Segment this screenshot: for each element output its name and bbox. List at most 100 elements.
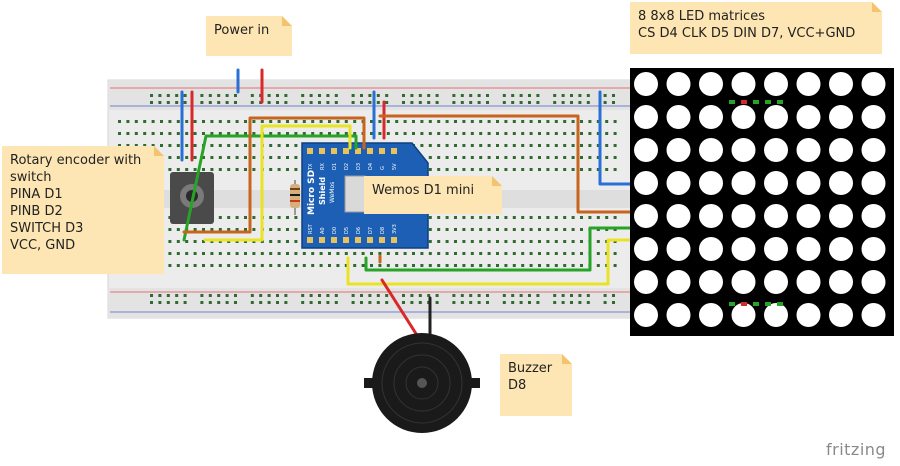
breadboard-hole xyxy=(613,216,617,219)
breadboard-hole xyxy=(168,264,172,267)
breadboard-hole xyxy=(437,228,441,231)
breadboard-hole xyxy=(445,216,449,219)
breadboard-hole xyxy=(511,101,515,104)
breadboard-hole xyxy=(218,264,222,267)
breadboard-hole xyxy=(284,294,288,297)
breadboard-hole xyxy=(496,156,499,159)
breadboard-hole xyxy=(469,101,473,104)
breadboard-hole xyxy=(570,101,573,104)
breadboard-hole xyxy=(193,252,197,255)
breadboard-hole xyxy=(452,294,456,297)
shield-bottom-pin xyxy=(367,237,373,243)
breadboard-hole xyxy=(126,144,130,147)
breadboard-hole xyxy=(435,101,439,104)
breadboard-hole xyxy=(596,156,600,159)
breadboard-hole xyxy=(470,264,474,267)
breadboard-hole xyxy=(235,132,239,135)
led-dot xyxy=(829,237,853,261)
breadboard-hole xyxy=(563,132,567,135)
breadboard-hole xyxy=(546,156,550,159)
breadboard-hole xyxy=(529,240,533,243)
breadboard-hole xyxy=(479,264,483,267)
breadboard-hole xyxy=(570,94,573,97)
led-dot xyxy=(796,171,821,195)
breadboard-hole xyxy=(571,216,575,219)
breadboard-hole xyxy=(294,216,298,219)
breadboard-hole xyxy=(412,132,415,135)
breadboard-hole xyxy=(603,294,607,297)
breadboard-hole xyxy=(529,144,533,147)
breadboard-hole xyxy=(586,294,590,297)
breadboard-hole xyxy=(437,216,441,219)
breadboard-hole xyxy=(210,144,214,147)
breadboard-hole xyxy=(277,216,281,219)
note-encoder-line-5: SWITCH D3 xyxy=(10,221,84,236)
breadboard-hole xyxy=(571,252,575,255)
breadboard-hole xyxy=(344,132,348,135)
breadboard-hole xyxy=(360,301,363,304)
breadboard-hole xyxy=(454,264,457,267)
breadboard-hole xyxy=(418,294,422,297)
breadboard-hole xyxy=(588,120,592,123)
breadboard-hole xyxy=(580,132,583,135)
breadboard-hole xyxy=(175,294,179,297)
led-dot xyxy=(634,105,658,129)
breadboard-hole xyxy=(460,301,464,304)
breadboard-hole xyxy=(235,144,239,147)
breadboard-hole xyxy=(563,252,567,255)
breadboard-hole xyxy=(286,216,289,219)
breadboard-hole xyxy=(370,252,373,255)
breadboard-hole xyxy=(496,252,499,255)
breadboard-hole xyxy=(378,120,382,123)
breadboard-hole xyxy=(318,101,321,104)
breadboard-hole xyxy=(402,94,405,97)
breadboard-hole xyxy=(185,240,189,243)
breadboard-hole xyxy=(319,252,323,255)
led-dots xyxy=(634,72,886,327)
breadboard-hole xyxy=(151,120,155,123)
breadboard-hole xyxy=(462,120,466,123)
breadboard-hole xyxy=(217,101,221,104)
breadboard-hole xyxy=(454,156,457,159)
breadboard-hole xyxy=(462,264,466,267)
breadboard-hole xyxy=(470,120,474,123)
breadboard-hole xyxy=(168,120,172,123)
led-connector-bottom xyxy=(729,302,783,306)
breadboard-hole xyxy=(428,264,432,267)
breadboard-hole xyxy=(538,132,541,135)
wire-matrix-yellow xyxy=(346,238,632,286)
breadboard-hole xyxy=(445,252,449,255)
breadboard-hole xyxy=(218,168,222,171)
breadboard-hole xyxy=(519,294,523,297)
breadboard-hole xyxy=(504,168,508,171)
shield-top-pin xyxy=(343,148,349,154)
shield-top-pin-label: D1 xyxy=(332,163,338,170)
breadboard-hole xyxy=(294,168,298,171)
breadboard-hole xyxy=(260,120,264,123)
breadboard-hole xyxy=(160,144,163,147)
breadboard-hole xyxy=(183,301,187,304)
led-dot xyxy=(666,105,691,129)
breadboard-hole xyxy=(445,120,449,123)
breadboard-hole xyxy=(269,120,273,123)
breadboard-hole xyxy=(386,120,390,123)
breadboard-hole xyxy=(385,94,389,97)
breadboard-hole xyxy=(376,94,380,97)
shield-bottom-pin xyxy=(379,237,385,243)
breadboard-hole xyxy=(267,294,271,297)
breadboard-hole xyxy=(519,94,523,97)
breadboard-hole xyxy=(336,132,340,135)
breadboard-hole xyxy=(235,252,239,255)
breadboard-hole xyxy=(528,94,531,97)
breadboard-hole xyxy=(250,94,254,97)
breadboard-hole xyxy=(202,168,205,171)
breadboard-hole xyxy=(277,132,281,135)
breadboard-hole xyxy=(302,264,306,267)
breadboard-hole xyxy=(234,101,237,104)
led-dot xyxy=(731,171,756,195)
breadboard-hole xyxy=(351,301,355,304)
breadboard-hole xyxy=(175,301,179,304)
breadboard-hole xyxy=(328,264,331,267)
breadboard-hole xyxy=(529,120,533,123)
breadboard-hole xyxy=(437,132,441,135)
